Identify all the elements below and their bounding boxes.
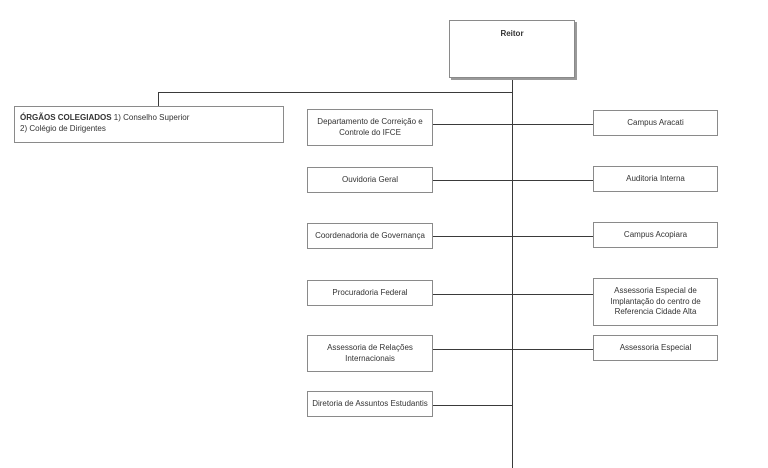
assessoria-especial-implantacao-box[interactable]: Assessoria Especial de Implantação do ce…: [593, 278, 718, 326]
orgaos-colegiados-heading: ÓRGÃOS COLEGIADOS: [20, 113, 112, 122]
colegio-dirigentes-item: 2) Colégio de Dirigentes: [20, 123, 106, 133]
unit-label: Coordenadoria de Governança: [315, 230, 425, 240]
unit-label: Assessoria de Relações Internacionais: [327, 342, 413, 363]
conselho-superior-item: 1) Conselho Superior: [113, 113, 190, 122]
procuradoria-federal-box[interactable]: Procuradoria Federal: [307, 280, 433, 306]
unit-label: Campus Aracati: [627, 117, 684, 127]
unit-label: Diretoria de Assuntos Estudantis: [312, 398, 428, 408]
campus-acopiara-box[interactable]: Campus Acopiara: [593, 222, 718, 248]
auditoria-interna-box[interactable]: Auditoria Interna: [593, 166, 718, 192]
departamento-correicao-box[interactable]: Departamento de Correição e Controle do …: [307, 109, 433, 146]
assessoria-especial-box[interactable]: Assessoria Especial: [593, 335, 718, 361]
colegiados-vertical-connector: [158, 92, 159, 107]
row3-connector: [432, 236, 594, 237]
unit-label: Auditoria Interna: [626, 173, 685, 183]
orgaos-colegiados-box[interactable]: ÓRGÃOS COLEGIADOS 1) Conselho Superior 2…: [14, 106, 284, 143]
row1-connector: [432, 124, 594, 125]
campus-aracati-box[interactable]: Campus Aracati: [593, 110, 718, 136]
row2-connector: [432, 180, 594, 181]
unit-label: Procuradoria Federal: [332, 287, 408, 297]
reitor-label: Reitor: [500, 29, 524, 38]
unit-label: Ouvidoria Geral: [341, 174, 399, 184]
coordenadoria-governanca-box[interactable]: Coordenadoria de Governança: [307, 223, 433, 249]
diretoria-assuntos-estudantis-box[interactable]: Diretoria de Assuntos Estudantis: [307, 391, 433, 417]
row5-connector: [432, 349, 594, 350]
reitor-box[interactable]: Reitor: [449, 20, 575, 78]
unit-label: Assessoria Especial: [619, 342, 692, 352]
unit-label: Assessoria Especial de Implantação do ce…: [610, 285, 701, 317]
unit-label: Departamento de Correição e Controle do …: [317, 116, 423, 137]
ouvidoria-geral-box[interactable]: Ouvidoria Geral: [307, 167, 433, 193]
unit-label: Campus Acopiara: [623, 229, 688, 239]
assessoria-relacoes-internacionais-box[interactable]: Assessoria de Relações Internacionais: [307, 335, 433, 372]
colegiados-horizontal-connector: [158, 92, 513, 93]
row6-connector: [432, 405, 513, 406]
row4-connector: [432, 294, 594, 295]
orgaos-colegiados-text: ÓRGÃOS COLEGIADOS 1) Conselho Superior 2…: [20, 113, 189, 135]
main-vertical-connector: [512, 78, 513, 468]
